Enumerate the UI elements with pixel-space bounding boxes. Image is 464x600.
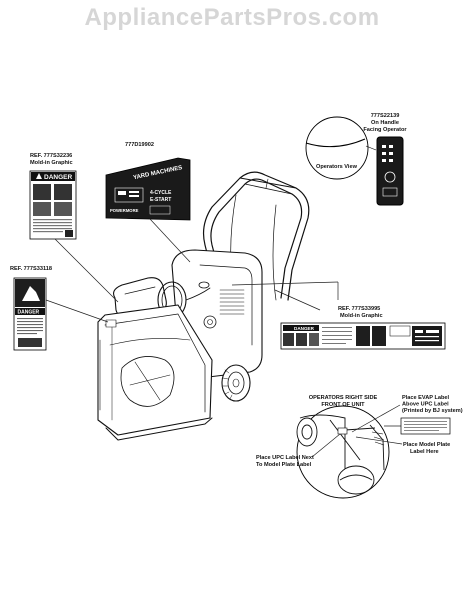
callout-evap-3: (Printed by BJ system) (402, 408, 463, 414)
danger-text-1: DANGER (44, 174, 72, 181)
callout-evap-1: Place EVAP Label (402, 395, 449, 401)
watermark-text: AppliancePartsPros.com (84, 4, 379, 31)
callout-operators-view: Operators View (316, 164, 358, 170)
danger-text-2: DANGER (18, 310, 40, 316)
ref-777s32236-label: REF. 777S32236 Mold-in Graphic DANGER (29, 153, 77, 240)
ref-777s33995-label: REF. 777S33995 Mold-in Graphic DANGER (280, 306, 446, 350)
danger-text-3: DANGER (294, 326, 315, 331)
powermore-text: POWERMORE (110, 208, 139, 213)
callout-evap-2: Above UPC Label (402, 402, 449, 408)
operators-view: Operators View 777S22139 On Handle Facin… (305, 113, 407, 206)
right-side-detail: OPERATORS RIGHT SIDE FRONT OF UNIT Place… (256, 395, 463, 499)
callout-right-side-1: OPERATORS RIGHT SIDE (309, 395, 378, 401)
callout-model-plate-2: Label Here (410, 449, 439, 455)
callout-mold-in-2: Mold-in Graphic (340, 313, 383, 319)
callout-upc-2: To Model Plate Label (256, 462, 312, 468)
callout-777s22139: 777S22139 (371, 113, 400, 119)
callout-model-plate-1: Place Model Plate (403, 442, 450, 448)
callout-777s33995: REF. 777S33995 (338, 306, 380, 312)
leader-lines (45, 218, 339, 323)
callout-777s33118: REF. 777S33118 (10, 266, 52, 272)
callout-777d19902: 777D19902 (125, 142, 154, 148)
ref-777s33118-label: REF. 777S33118 DANGER (10, 266, 52, 351)
callout-right-side-2: FRONT OF UNIT (321, 402, 365, 408)
callout-on-handle: On Handle (371, 120, 399, 126)
engine-text-1: 4-CYCLE (150, 190, 172, 196)
callout-upc-1: Place UPC Label Next (256, 455, 314, 461)
callout-777s32236: REF. 777S32236 (30, 153, 72, 159)
callout-facing-operator: Facing Operator (363, 127, 407, 133)
snow-thrower (97, 171, 310, 441)
engine-text-2: E-START (150, 197, 171, 203)
brand-decal: 777D19902 YARD MACHINES 4-CYCLE E-START … (105, 142, 191, 221)
callout-mold-in-1: Mold-in Graphic (30, 160, 73, 166)
